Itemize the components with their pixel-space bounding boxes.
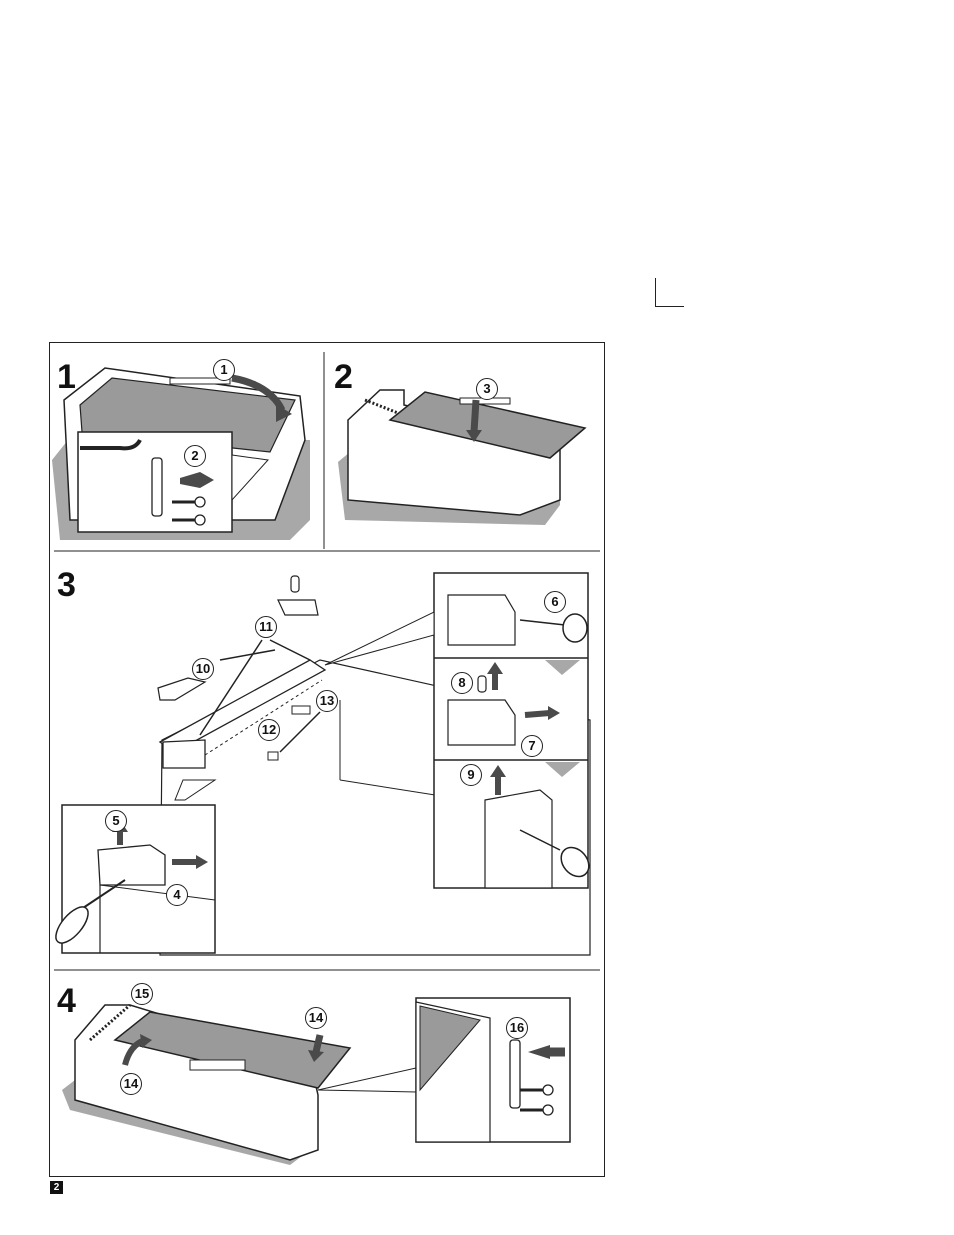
- callout-12: 12: [258, 719, 280, 741]
- callout-4: 4: [166, 884, 188, 906]
- panel-1-drawing: [52, 368, 310, 540]
- callout-10: 10: [192, 658, 214, 680]
- callout-5: 5: [105, 810, 127, 832]
- callout-2: 2: [184, 445, 206, 467]
- callout-6: 6: [544, 591, 566, 613]
- callout-7: 7: [521, 735, 543, 757]
- callout-1: 1: [213, 359, 235, 381]
- page-number-badge: 2: [50, 1181, 63, 1194]
- panel-2-drawing: [338, 390, 585, 525]
- step-number-2: 2: [334, 360, 353, 394]
- callout-16: 16: [506, 1017, 528, 1039]
- callout-11: 11: [255, 616, 277, 638]
- panel-3-drawing: [50, 573, 594, 955]
- step-number-4: 4: [57, 984, 76, 1018]
- step-number-3: 3: [57, 568, 76, 602]
- callout-9: 9: [460, 764, 482, 786]
- callout-14a: 14: [305, 1007, 327, 1029]
- callout-14b: 14: [120, 1073, 142, 1095]
- callout-8: 8: [451, 672, 473, 694]
- callout-15: 15: [131, 983, 153, 1005]
- step-number-1: 1: [57, 360, 76, 394]
- callout-3: 3: [476, 378, 498, 400]
- callout-13: 13: [316, 690, 338, 712]
